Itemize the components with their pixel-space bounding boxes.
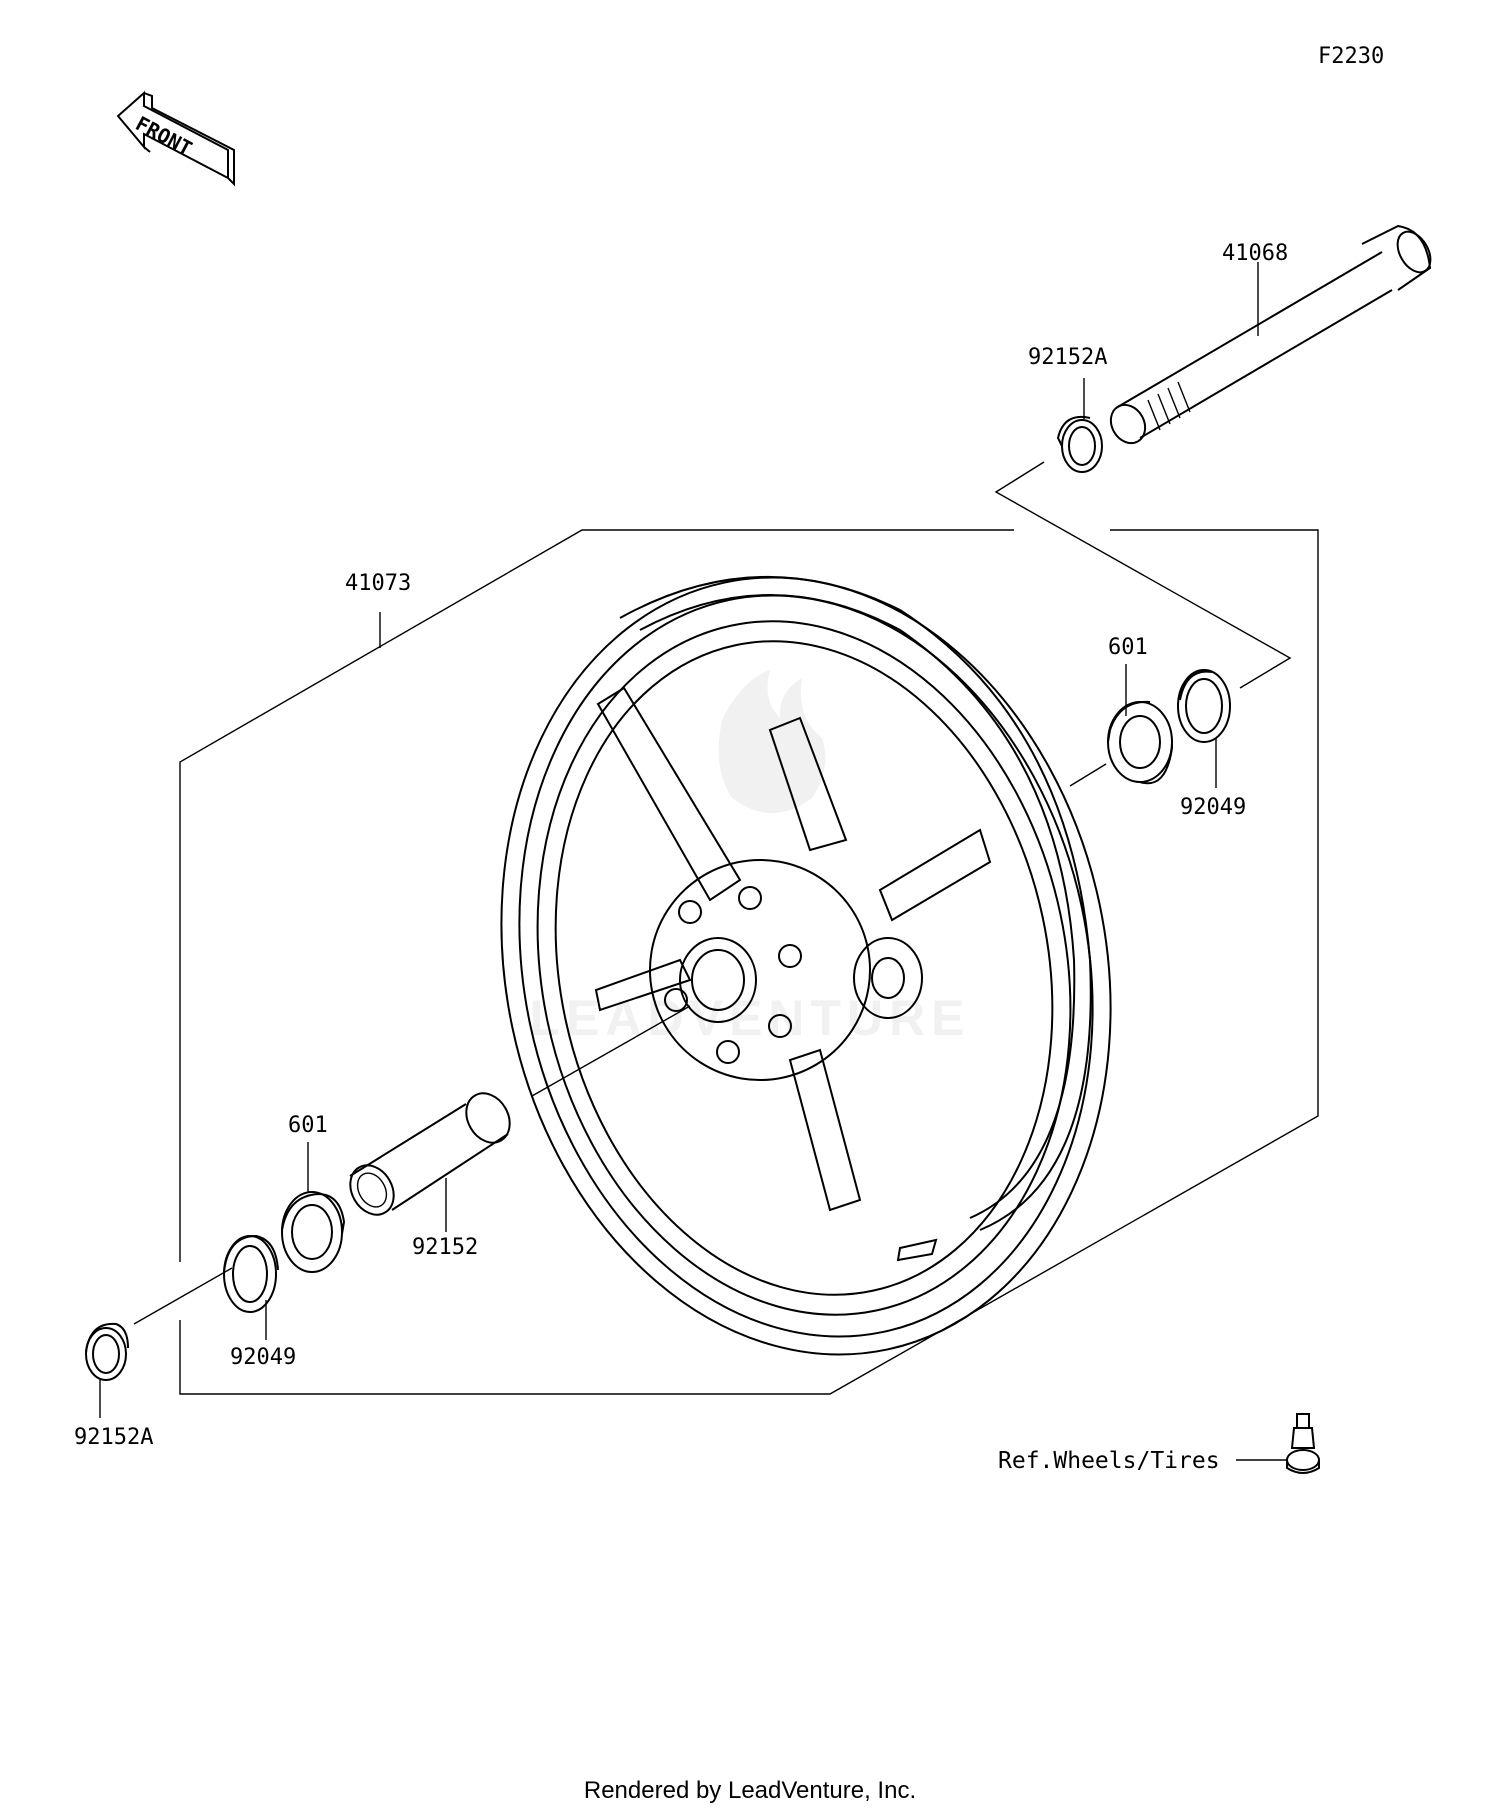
wheel-frame-right	[179, 529, 1319, 1395]
svg-text:LEADVENTURE: LEADVENTURE	[529, 990, 970, 1046]
axle-41068	[1109, 224, 1432, 445]
label-bearing-right: 601	[1108, 635, 1148, 660]
label-bearing-left: 601	[288, 1113, 328, 1138]
seal-left-92049	[223, 1234, 279, 1313]
label-spacer: 92152	[412, 1235, 478, 1260]
label-collar-left: 92152A	[74, 1425, 153, 1450]
label-seal-right: 92049	[1180, 795, 1246, 820]
spacer-92152	[349, 1092, 511, 1216]
axis-line-left	[133, 1267, 233, 1325]
valve-stem-icon	[1286, 1413, 1320, 1474]
label-seal-left: 92049	[230, 1345, 296, 1370]
axis-line-center	[531, 1005, 691, 1097]
front-wheel	[500, 576, 1112, 1356]
front-label: FRONT	[132, 111, 196, 160]
figure-code: F2230	[1318, 44, 1384, 69]
bearing-right-601	[1107, 700, 1173, 785]
label-axle-41068: 41068	[1222, 241, 1288, 266]
reference-wheels-tires: Ref.Wheels/Tires	[998, 1448, 1220, 1474]
label-collar-right: 92152A	[1028, 345, 1107, 370]
bearing-left-601	[281, 1191, 346, 1273]
footer-credit: Rendered by LeadVenture, Inc.	[584, 1777, 916, 1804]
front-arrow-icon: FRONT	[116, 90, 235, 187]
wheel-frame	[179, 529, 1014, 1262]
label-wheel-41073: 41073	[345, 571, 411, 596]
seal-right-92049	[1177, 669, 1231, 743]
guide-line-right	[994, 461, 1292, 689]
collar-right-92152a	[1056, 416, 1103, 473]
collar-left-92152a	[85, 1322, 129, 1381]
